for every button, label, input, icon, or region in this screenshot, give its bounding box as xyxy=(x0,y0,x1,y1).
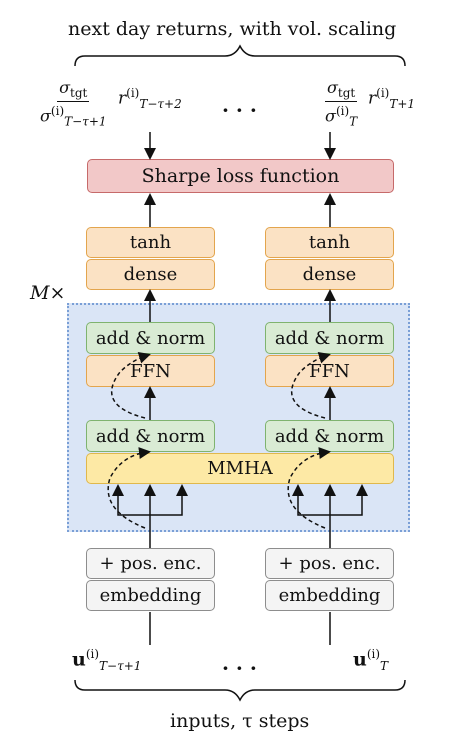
target-scaling-fraction-right: σtgt σ(i)T xyxy=(325,78,358,129)
residual-mmha-right xyxy=(287,447,331,529)
add-norm-bottom-left: add & norm xyxy=(86,420,215,452)
input-ellipsis: · · · xyxy=(222,656,257,680)
add-norm-bottom-right: add & norm xyxy=(265,420,394,452)
target-scaling-fraction-left: σtgt σ(i)T−τ+1 xyxy=(40,78,107,129)
top-brace xyxy=(74,44,406,67)
dense-box-right: dense xyxy=(265,259,394,290)
input-vector-left: u(i)T−τ+1 xyxy=(72,647,142,674)
pos-enc-box-left: + pos. enc. xyxy=(86,548,215,579)
embedding-box-right: embedding xyxy=(265,580,394,611)
tanh-box-right: tanh xyxy=(265,227,394,258)
mmha-box: MMHA xyxy=(86,453,394,484)
bottom-brace xyxy=(74,679,406,702)
embedding-box-left: embedding xyxy=(86,580,215,611)
target-return-left: r(i)T−τ+2 xyxy=(118,86,182,112)
target-ellipsis: · · · xyxy=(222,98,257,122)
repeat-label: M× xyxy=(30,282,66,304)
dense-box-left: dense xyxy=(86,259,215,290)
residual-mmha-left xyxy=(107,447,151,529)
input-vector-right: u(i)T xyxy=(353,647,389,674)
tanh-box-left: tanh xyxy=(86,227,215,258)
bottom-label: inputs, τ steps xyxy=(170,710,310,732)
top-label: next day returns, with vol. scaling xyxy=(68,18,397,40)
target-return-right: r(i)T+1 xyxy=(368,86,416,112)
pos-enc-box-right: + pos. enc. xyxy=(265,548,394,579)
sharpe-loss-box: Sharpe loss function xyxy=(87,159,394,193)
residual-ffn-right xyxy=(290,351,331,419)
residual-ffn-left xyxy=(110,351,151,419)
